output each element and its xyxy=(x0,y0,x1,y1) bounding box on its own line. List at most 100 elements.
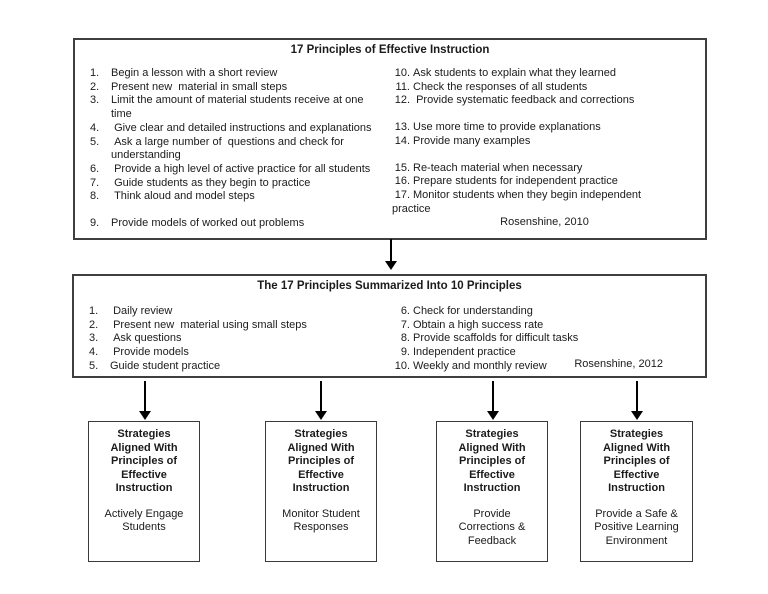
list-item-text: Give clear and detailed instructions and… xyxy=(111,121,372,134)
arrow-shaft xyxy=(319,381,322,411)
list-item: 8. Think aloud and model steps xyxy=(90,190,392,204)
list-item: 17.Monitor students when they begin inde… xyxy=(392,189,697,203)
list-item-text: Provide models of worked out problems xyxy=(111,217,305,230)
list-item-text: Weekly and monthly review xyxy=(413,359,547,372)
principles-17-right-list: 10.Ask students to explain what they lea… xyxy=(392,67,697,216)
list-item-number: 7. xyxy=(400,318,410,331)
principles-17-right-column: 10.Ask students to explain what they lea… xyxy=(392,67,697,230)
list-item-text: Limit the amount of material students re… xyxy=(111,94,364,107)
list-item-text: Provide systematic feedback and correcti… xyxy=(413,94,635,107)
list-item-number: 7. xyxy=(90,176,100,189)
arrow-summary-to-strategy-3 xyxy=(486,381,499,420)
list-item-number: 6. xyxy=(90,162,100,175)
attribution-rosenshine-2010: Rosenshine, 2010 xyxy=(500,216,589,229)
list-item-text: Use more time to provide explanations xyxy=(413,121,601,134)
list-item: 2. Present new material using small step… xyxy=(89,319,389,333)
list-item: 5.Guide student practice xyxy=(89,360,389,374)
list-item-number xyxy=(90,108,108,122)
list-item-text: Check the responses of all students xyxy=(413,80,588,93)
attribution-rosenshine-2012: Rosenshine, 2012 xyxy=(574,358,663,370)
list-item-number: 10. xyxy=(394,67,410,79)
strategy-box-heading: Strategies Aligned With Principles of Ef… xyxy=(287,428,355,494)
list-item-text: Ask students to explain what they learne… xyxy=(413,67,617,79)
list-item-number: 4. xyxy=(89,346,99,359)
list-item: 7.Obtain a high success rate xyxy=(392,319,692,333)
list-item-number: 2. xyxy=(90,80,100,93)
list-item-number: 1. xyxy=(89,305,99,317)
list-item-text: understanding xyxy=(111,149,181,162)
arrow-shaft xyxy=(491,381,494,411)
list-item-text: Guide students as they begin to practice xyxy=(111,176,311,189)
list-item-number: 3. xyxy=(89,332,99,345)
list-item-number: 8. xyxy=(400,332,410,345)
list-item-text: Provide a high level of active practice … xyxy=(111,162,371,175)
list-item-text: Daily review xyxy=(110,305,173,317)
list-item-text: Ask a large number of questions and chec… xyxy=(111,135,344,148)
list-item-text: Provide models xyxy=(110,346,189,359)
list-item-number: 5. xyxy=(90,135,100,148)
list-item-number: 17. xyxy=(394,188,410,201)
list-item: 6. Provide a high level of active practi… xyxy=(90,163,392,177)
strategy-box-heading: Strategies Aligned With Principles of Ef… xyxy=(110,428,178,494)
list-item-number: 4. xyxy=(90,121,100,134)
list-item-number: 10. xyxy=(394,359,410,372)
list-item-number xyxy=(90,149,108,163)
strategy-box-safe-environment: Strategies Aligned With Principles of Ef… xyxy=(580,421,693,562)
list-item: 1.Begin a lesson with a short review xyxy=(90,67,392,81)
strategy-box-monitor-responses: Strategies Aligned With Principles of Ef… xyxy=(265,421,377,562)
list-item-text: Ask questions xyxy=(110,332,182,345)
list-item-number: 14. xyxy=(394,134,410,147)
list-item: 10.Weekly and monthly review xyxy=(392,360,692,374)
list-item-number: 1. xyxy=(90,67,100,79)
list-item-text: time xyxy=(111,108,132,121)
list-item-number: 8. xyxy=(90,190,100,203)
principles-17-box: 17 Principles of Effective Instruction 1… xyxy=(73,38,707,240)
arrow-head-icon xyxy=(138,411,151,420)
list-item-text: Independent practice xyxy=(413,346,516,359)
arrow-summary-to-strategy-1 xyxy=(138,381,151,420)
list-item: time xyxy=(90,108,392,122)
list-item-text: Provide scaffolds for difficult tasks xyxy=(413,332,579,345)
principles-10-title: The 17 Principles Summarized Into 10 Pri… xyxy=(257,280,522,292)
arrow-top-to-summary xyxy=(384,239,397,270)
strategy-box-corrections-feedback: Strategies Aligned With Principles of Ef… xyxy=(436,421,548,562)
list-item-text: Present new material using small steps xyxy=(110,318,307,331)
arrow-head-icon xyxy=(486,411,499,420)
list-item: understanding xyxy=(90,149,392,163)
strategy-box-strategy: Monitor Student Responses xyxy=(282,507,360,534)
list-item: 13.Use more time to provide explanations xyxy=(392,121,697,135)
list-item-number: 6. xyxy=(400,305,410,317)
strategy-box-actively-engage: Strategies Aligned With Principles of Ef… xyxy=(88,421,200,562)
list-item: 4. Give clear and detailed instructions … xyxy=(90,122,392,136)
list-item-text: practice xyxy=(392,202,431,215)
list-item: practice xyxy=(392,203,697,217)
list-item-text: Present new material in small steps xyxy=(111,80,288,93)
list-item: 6.Check for understanding xyxy=(392,305,692,319)
principles-17-title: 17 Principles of Effective Instruction xyxy=(290,44,490,56)
list-item-number: 12. xyxy=(394,94,410,107)
list-item: 8.Provide scaffolds for difficult tasks xyxy=(392,332,692,346)
list-item: 2. Present new material in small steps xyxy=(90,81,392,95)
list-item: 10.Ask students to explain what they lea… xyxy=(392,67,697,81)
list-item: 16.Prepare students for independent prac… xyxy=(392,175,697,189)
list-item-text: Obtain a high success rate xyxy=(413,318,544,331)
strategy-box-strategy: Actively Engage Students xyxy=(104,507,184,534)
list-item-number: 11. xyxy=(395,80,410,93)
list-item: 12. Provide systematic feedback and corr… xyxy=(392,94,697,108)
strategy-box-heading: Strategies Aligned With Principles of Ef… xyxy=(602,428,671,494)
list-item: 11.Check the responses of all students xyxy=(392,81,697,95)
list-item-text: Re-teach material when necessary xyxy=(413,161,583,174)
arrow-head-icon xyxy=(630,411,643,420)
list-item-number: 3. xyxy=(90,94,100,107)
list-item: 9.Independent practice xyxy=(392,346,692,360)
strategy-box-strategy: Provide a Safe & Positive Learning Envir… xyxy=(594,507,679,547)
list-item-number: 5. xyxy=(89,359,99,372)
arrow-shaft xyxy=(635,381,638,411)
list-item: 5. Ask a large number of questions and c… xyxy=(90,136,392,150)
list-item: 1. Daily review xyxy=(89,305,389,319)
arrow-head-icon xyxy=(314,411,327,420)
list-item-number: 16. xyxy=(394,175,410,188)
